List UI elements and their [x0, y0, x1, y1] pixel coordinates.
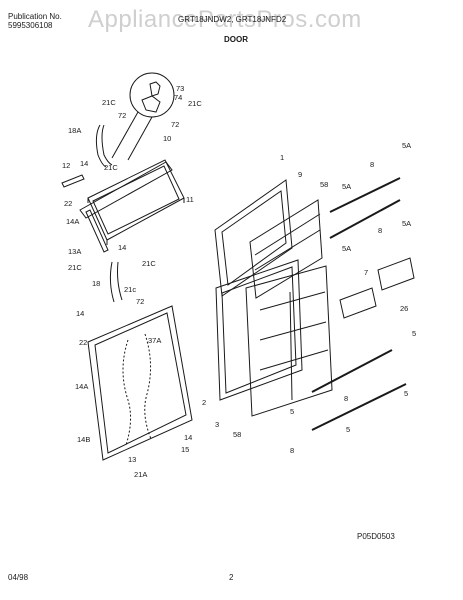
- publication-label: Publication No.: [8, 12, 62, 21]
- freezer-door-liner: [214, 179, 293, 297]
- door-bin-7: [339, 287, 377, 319]
- callout-5: 5: [290, 407, 294, 416]
- callout-8: 8: [290, 446, 294, 455]
- callout-8: 8: [344, 394, 348, 403]
- callout-3: 3: [215, 420, 219, 429]
- callout-10: 10: [163, 134, 171, 143]
- callout-21c: 21c: [124, 285, 136, 294]
- page-number: 2: [229, 573, 234, 582]
- callout-13a: 13A: [68, 247, 81, 256]
- callout-21c: 21C: [68, 263, 82, 272]
- callout-15: 15: [181, 445, 189, 454]
- door-bin-26: [377, 257, 415, 291]
- callout-21c: 21C: [104, 163, 118, 172]
- callout-37a: 37A: [148, 336, 161, 345]
- freezer-inner-shelf-panel: [249, 199, 323, 299]
- callout-11: 11: [186, 195, 194, 204]
- callout-72: 72: [118, 111, 126, 120]
- callout-73: 73: [176, 84, 184, 93]
- callout-18a: 18A: [68, 126, 81, 135]
- publication-number: 5995306108: [8, 21, 53, 30]
- callout-18: 18: [92, 279, 100, 288]
- callout-5: 5: [346, 425, 350, 434]
- callout-14a: 14A: [75, 382, 88, 391]
- callout-12: 12: [62, 161, 70, 170]
- callout-5a: 5A: [342, 182, 351, 191]
- callout-13: 13: [128, 455, 136, 464]
- callout-7: 7: [364, 268, 368, 277]
- shelf-rod-upper-2: [329, 199, 401, 239]
- callout-21c: 21C: [102, 98, 116, 107]
- model-numbers: GRT18JNDW2, GRT18JNFD2: [178, 15, 287, 24]
- shelf-rod-lower-2: [311, 383, 407, 431]
- callout-26: 26: [400, 304, 408, 313]
- callout-72: 72: [171, 120, 179, 129]
- callout-14: 14: [80, 159, 88, 168]
- callout-2: 2: [202, 398, 206, 407]
- callout-9: 9: [298, 170, 302, 179]
- callout-8: 8: [370, 160, 374, 169]
- callout-22: 22: [64, 199, 72, 208]
- callout-1: 1: [280, 153, 284, 162]
- callout-5: 5: [404, 389, 408, 398]
- callout-22: 22: [79, 338, 87, 347]
- fresh-food-door-panel: [87, 305, 193, 461]
- fresh-food-door-liner: [215, 259, 303, 401]
- fresh-food-handle: [109, 261, 123, 303]
- callout-74: 74: [174, 93, 182, 102]
- callout-72: 72: [136, 297, 144, 306]
- callout-58: 58: [320, 180, 328, 189]
- callout-8: 8: [378, 226, 382, 235]
- diagram-code: P05D0503: [357, 532, 395, 541]
- shelf-rod-lower-1: [311, 349, 393, 393]
- freezer-door-panel: [87, 159, 185, 245]
- callout-14a: 14A: [66, 217, 79, 226]
- callout-21c: 21C: [188, 99, 202, 108]
- footer-date: 04/98: [8, 573, 29, 582]
- fresh-food-inner-door: [245, 265, 333, 417]
- callout-5a: 5A: [342, 244, 351, 253]
- callout-14: 14: [184, 433, 192, 442]
- callout-5: 5: [412, 329, 416, 338]
- watermark: AppliancePartsPros.com: [88, 6, 362, 33]
- callout-58: 58: [233, 430, 241, 439]
- section-title: DOOR: [224, 35, 248, 44]
- callout-14: 14: [76, 309, 84, 318]
- callout-21a: 21A: [134, 470, 147, 479]
- callout-14: 14: [118, 243, 126, 252]
- callout-5a: 5A: [402, 141, 411, 150]
- handle-trim-strip: [61, 174, 85, 188]
- shelf-rod-upper-1: [329, 177, 401, 213]
- callout-5a: 5A: [402, 219, 411, 228]
- callout-14b: 14B: [77, 435, 90, 444]
- callout-21c: 21C: [142, 259, 156, 268]
- freezer-handle: [95, 124, 107, 168]
- freezer-door-frame: [79, 161, 173, 253]
